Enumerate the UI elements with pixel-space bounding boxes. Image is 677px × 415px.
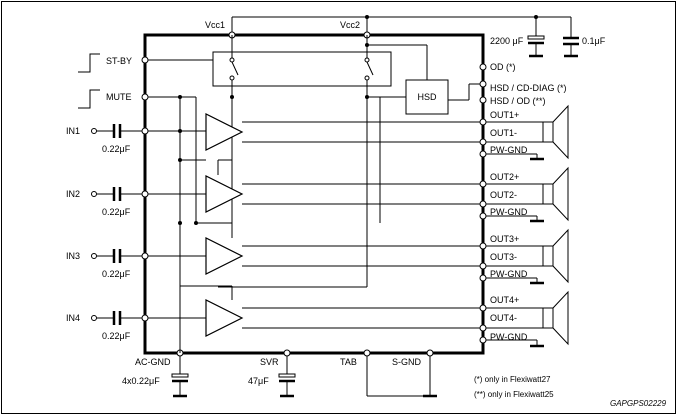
tab-pin: TAB: [340, 349, 371, 396]
amplifier-3: [205, 237, 244, 275]
out4-pos-label: OUT4+: [490, 295, 519, 305]
channel-3: IN3 0.22μF: [66, 221, 480, 279]
right-pins: OD (*) HSD / CD-DIAG (*) HSD / OD (**): [479, 62, 567, 106]
hsd-od-label: HSD / OD (**): [490, 96, 546, 106]
in2-cap-label: 0.22μF: [102, 207, 131, 217]
speaker-2-icon: [542, 183, 554, 205]
speaker-3-icon: [542, 245, 554, 267]
out4-gnd-label: PW-GND: [490, 332, 528, 342]
channel-4: IN4 0.22μF: [66, 285, 480, 341]
speaker-1-icon: [542, 121, 554, 143]
out1-gnd-label: PW-GND: [490, 145, 528, 155]
out2-neg-label: OUT2-: [490, 190, 517, 200]
out1-neg-label: OUT1-: [490, 128, 517, 138]
mute-pin: MUTE: [78, 89, 197, 286]
out4-neg-label: OUT4-: [490, 313, 517, 323]
stby-label: ST-BY: [106, 56, 132, 66]
svr-cap-label: 47μF: [248, 376, 269, 386]
output-1: OUT1+ OUT1- PW-GND: [479, 104, 569, 161]
out1-pos-label: OUT1+: [490, 110, 519, 120]
output-2: OUT2+ OUT2- PW-GND: [479, 166, 569, 223]
in3-label: IN3: [66, 251, 80, 261]
od-label: OD (*): [490, 62, 516, 72]
output-4: OUT4+ OUT4- PW-GND: [479, 290, 569, 348]
figure-code: GAPGPS02229: [610, 399, 667, 408]
svr-pin: SVR 47μF: [248, 349, 296, 398]
hsd-label: HSD: [417, 92, 437, 102]
vcc-supply: Vcc1 Vcc2: [205, 15, 571, 39]
hsd-cd-label: HSD / CD-DIAG (*): [490, 83, 567, 93]
cap-100nf-label: 0.1μF: [582, 36, 606, 46]
vcc2-label: Vcc2: [340, 20, 360, 30]
note-flexiwatt27: (*) only in Flexiwatt27: [474, 375, 551, 384]
switch-block: [212, 35, 428, 97]
amplifier-1: [205, 113, 244, 151]
out3-neg-label: OUT3-: [490, 252, 517, 262]
amplifier-4: [205, 299, 244, 337]
in1-label: IN1: [66, 126, 80, 136]
out2-gnd-label: PW-GND: [490, 207, 528, 217]
in2-label: IN2: [66, 189, 80, 199]
mute-label: MUTE: [106, 92, 132, 102]
stby-pin: ST-BY: [78, 53, 213, 73]
speaker-4-icon: [542, 307, 554, 329]
vcc1-label: Vcc1: [205, 20, 225, 30]
sgnd-pin: S-GND: [367, 349, 437, 398]
tab-label: TAB: [340, 357, 357, 367]
sgnd-label: S-GND: [392, 357, 422, 367]
cap-2200uf-label: 2200 μF: [490, 36, 524, 46]
channel-1: IN1 0.22μF: [66, 113, 480, 154]
in4-label: IN4: [66, 313, 80, 323]
channel-2: IN2 0.22μF: [66, 158, 480, 217]
in1-cap-label: 0.22μF: [102, 144, 131, 154]
in4-cap-label: 0.22μF: [102, 331, 131, 341]
out3-gnd-label: PW-GND: [490, 269, 528, 279]
amplifier-2: [205, 175, 244, 213]
in3-cap-label: 0.22μF: [102, 269, 131, 279]
bias-lines: [217, 95, 381, 287]
output-3: OUT3+ OUT3- PW-GND: [479, 228, 569, 285]
acgnd-label: AC-GND: [135, 357, 171, 367]
note-flexiwatt25: (**) only in Flexiwatt25: [474, 390, 554, 399]
supply-capacitors: 2200 μF 0.1μF: [490, 17, 606, 58]
out3-pos-label: OUT3+: [490, 234, 519, 244]
hsd-block: HSD: [365, 79, 483, 115]
acgnd-pin: AC-GND 4x0.22μF: [122, 286, 189, 398]
out2-pos-label: OUT2+: [490, 172, 519, 182]
svr-label: SVR: [260, 357, 279, 367]
acgnd-cap-label: 4x0.22μF: [122, 376, 160, 386]
